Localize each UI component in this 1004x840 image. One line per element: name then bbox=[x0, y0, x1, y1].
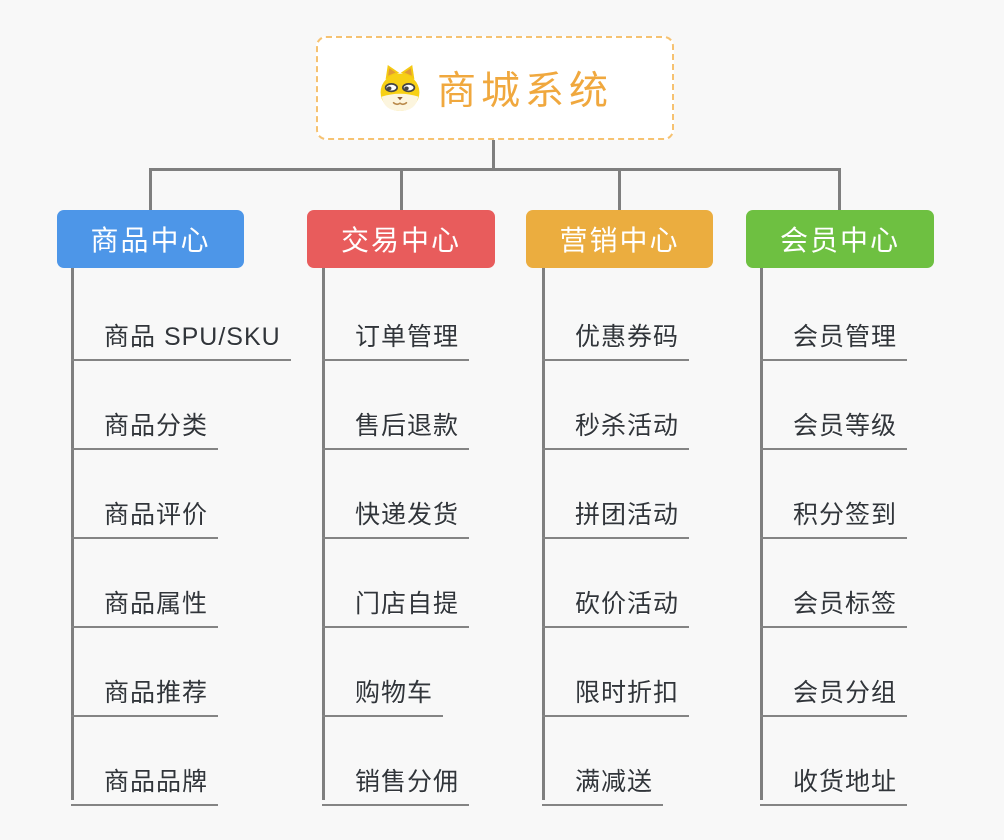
branch-node-products[interactable]: 商品中心 bbox=[57, 210, 244, 268]
branch-label: 商品中心 bbox=[90, 225, 211, 256]
branch-label: 交易中心 bbox=[340, 225, 461, 256]
branch-label: 营销中心 bbox=[559, 225, 680, 256]
spine-members bbox=[760, 268, 763, 800]
root-label: 商城系统 bbox=[436, 70, 613, 113]
leaf-node[interactable]: 订单管理 bbox=[322, 311, 470, 361]
leaf-node[interactable]: 限时折扣 bbox=[542, 667, 690, 717]
connector-drop-marketing bbox=[618, 168, 621, 210]
leaf-node[interactable]: 砍价活动 bbox=[542, 578, 690, 628]
leaf-node[interactable]: 会员管理 bbox=[760, 311, 908, 361]
leaf-node[interactable]: 会员等级 bbox=[760, 400, 908, 450]
leaf-node[interactable]: 快递发货 bbox=[322, 489, 470, 539]
leaf-node[interactable]: 商品评价 bbox=[71, 489, 219, 539]
spine-products bbox=[71, 268, 74, 800]
leaf-node[interactable]: 商品 SPU/SKU bbox=[71, 311, 291, 361]
leaf-node[interactable]: 商品推荐 bbox=[71, 667, 219, 717]
branch-node-marketing[interactable]: 营销中心 bbox=[526, 210, 713, 268]
leaf-node[interactable]: 销售分佣 bbox=[322, 756, 470, 806]
leaf-node[interactable]: 商品分类 bbox=[71, 400, 219, 450]
dog-face-icon bbox=[380, 65, 420, 111]
leaf-node[interactable]: 积分签到 bbox=[760, 489, 908, 539]
connector-drop-members bbox=[838, 168, 841, 210]
branch-label: 会员中心 bbox=[779, 225, 900, 256]
branch-node-trade[interactable]: 交易中心 bbox=[307, 210, 495, 268]
connector-bus bbox=[149, 168, 841, 171]
connector-drop-products bbox=[149, 168, 152, 210]
leaf-node[interactable]: 秒杀活动 bbox=[542, 400, 690, 450]
root-node[interactable]: 商城系统 bbox=[316, 36, 674, 140]
leaf-node[interactable]: 门店自提 bbox=[322, 578, 470, 628]
leaf-node[interactable]: 商品品牌 bbox=[71, 756, 219, 806]
branch-node-members[interactable]: 会员中心 bbox=[746, 210, 934, 268]
leaf-node[interactable]: 售后退款 bbox=[322, 400, 470, 450]
connector-root-stem bbox=[492, 140, 495, 168]
leaf-node[interactable]: 会员分组 bbox=[760, 667, 908, 717]
leaf-node[interactable]: 会员标签 bbox=[760, 578, 908, 628]
leaf-node[interactable]: 收货地址 bbox=[760, 756, 908, 806]
leaf-node[interactable]: 购物车 bbox=[322, 667, 444, 717]
leaf-node[interactable]: 优惠券码 bbox=[542, 311, 690, 361]
connector-drop-trade bbox=[400, 168, 403, 210]
spine-marketing bbox=[542, 268, 545, 800]
leaf-node[interactable]: 商品属性 bbox=[71, 578, 219, 628]
spine-trade bbox=[322, 268, 325, 800]
leaf-node[interactable]: 拼团活动 bbox=[542, 489, 690, 539]
leaf-node[interactable]: 满减送 bbox=[542, 756, 664, 806]
